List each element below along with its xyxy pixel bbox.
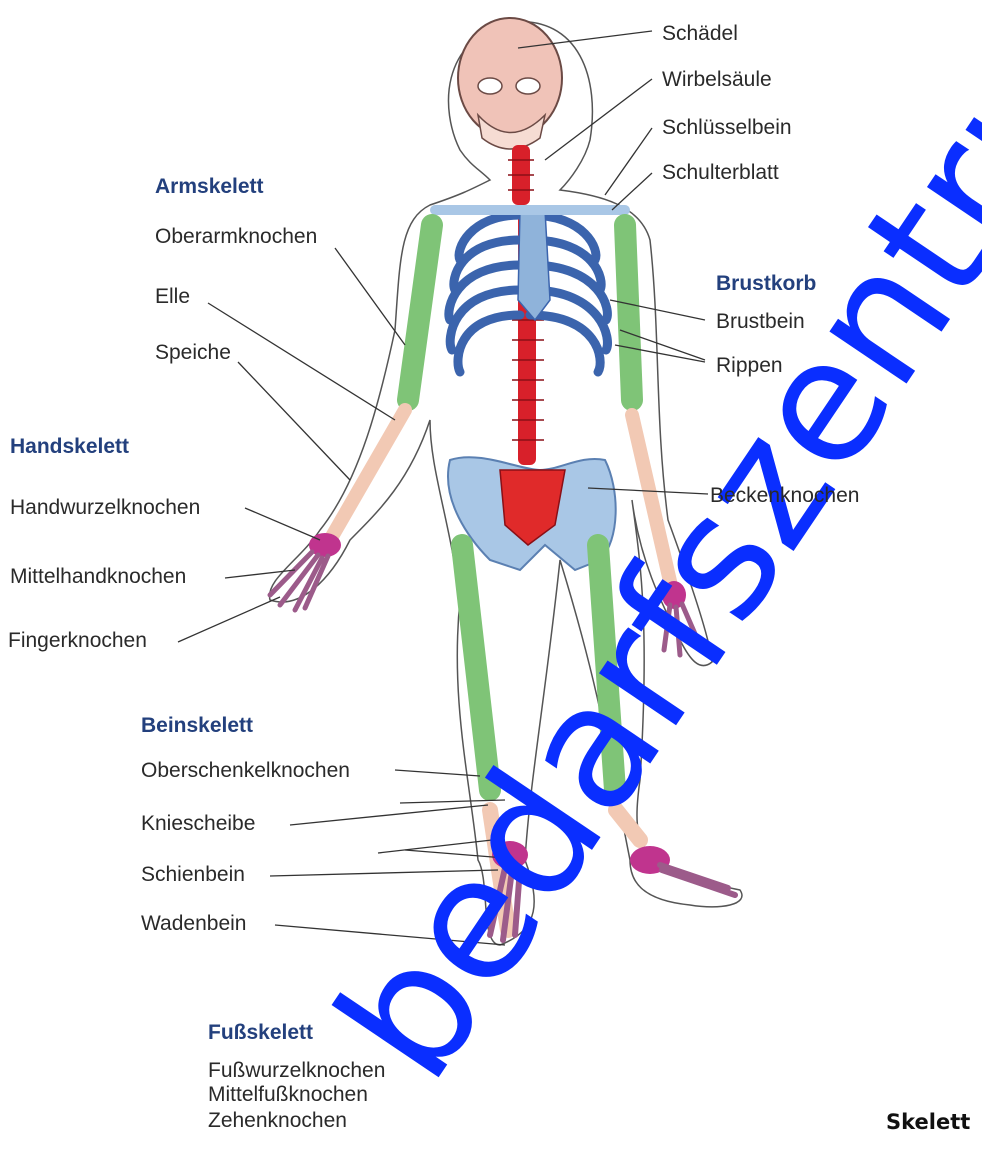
heading-handskelett: Handskelett	[10, 436, 129, 457]
label-beckenknochen: Beckenknochen	[710, 485, 859, 506]
label-brustbein: Brustbein	[716, 311, 805, 332]
label-wadenbein: Wadenbein	[141, 913, 246, 934]
label-handwurzelknochen: Handwurzelknochen	[10, 497, 200, 518]
label-rippen: Rippen	[716, 355, 783, 376]
label-schulterblatt: Schulterblatt	[662, 162, 779, 183]
eye-socket-right	[516, 78, 540, 94]
forearm-left	[330, 410, 405, 540]
watermark-text: bedarfszentrum	[300, 0, 982, 1113]
label-mittelhandknochen: Mittelhandknochen	[10, 566, 186, 587]
label-schluesselbein: Schlüsselbein	[662, 117, 792, 138]
eye-socket-left	[478, 78, 502, 94]
label-fusswurzelknochen: Fußwurzelknochen	[208, 1060, 385, 1081]
heading-fussskelett: Fußskelett	[208, 1022, 313, 1043]
skull-shape	[458, 18, 562, 138]
label-mittelfussknochen: Mittelfußknochen	[208, 1084, 368, 1105]
foot-right	[630, 846, 735, 895]
humerus-left	[408, 225, 432, 400]
label-kniescheibe: Kniescheibe	[141, 813, 255, 834]
humerus-right	[625, 225, 632, 400]
label-schaedel: Schädel	[662, 23, 738, 44]
label-speiche: Speiche	[155, 342, 231, 363]
heading-armskelett: Armskelett	[155, 176, 264, 197]
sternum-shape	[518, 210, 550, 320]
label-wirbelsaeule: Wirbelsäule	[662, 69, 772, 90]
heading-brustkorb: Brustkorb	[716, 273, 816, 294]
label-fingerknochen: Fingerknochen	[8, 630, 147, 651]
label-zehenknochen: Zehenknochen	[208, 1110, 347, 1131]
label-oberarmknochen: Oberarmknochen	[155, 226, 317, 247]
label-elle: Elle	[155, 286, 190, 307]
heading-beinskelett: Beinskelett	[141, 715, 253, 736]
caption: Skelett	[886, 1112, 970, 1133]
label-schienbein: Schienbein	[141, 864, 245, 885]
label-oberschenkelknochen: Oberschenkelknochen	[141, 760, 350, 781]
